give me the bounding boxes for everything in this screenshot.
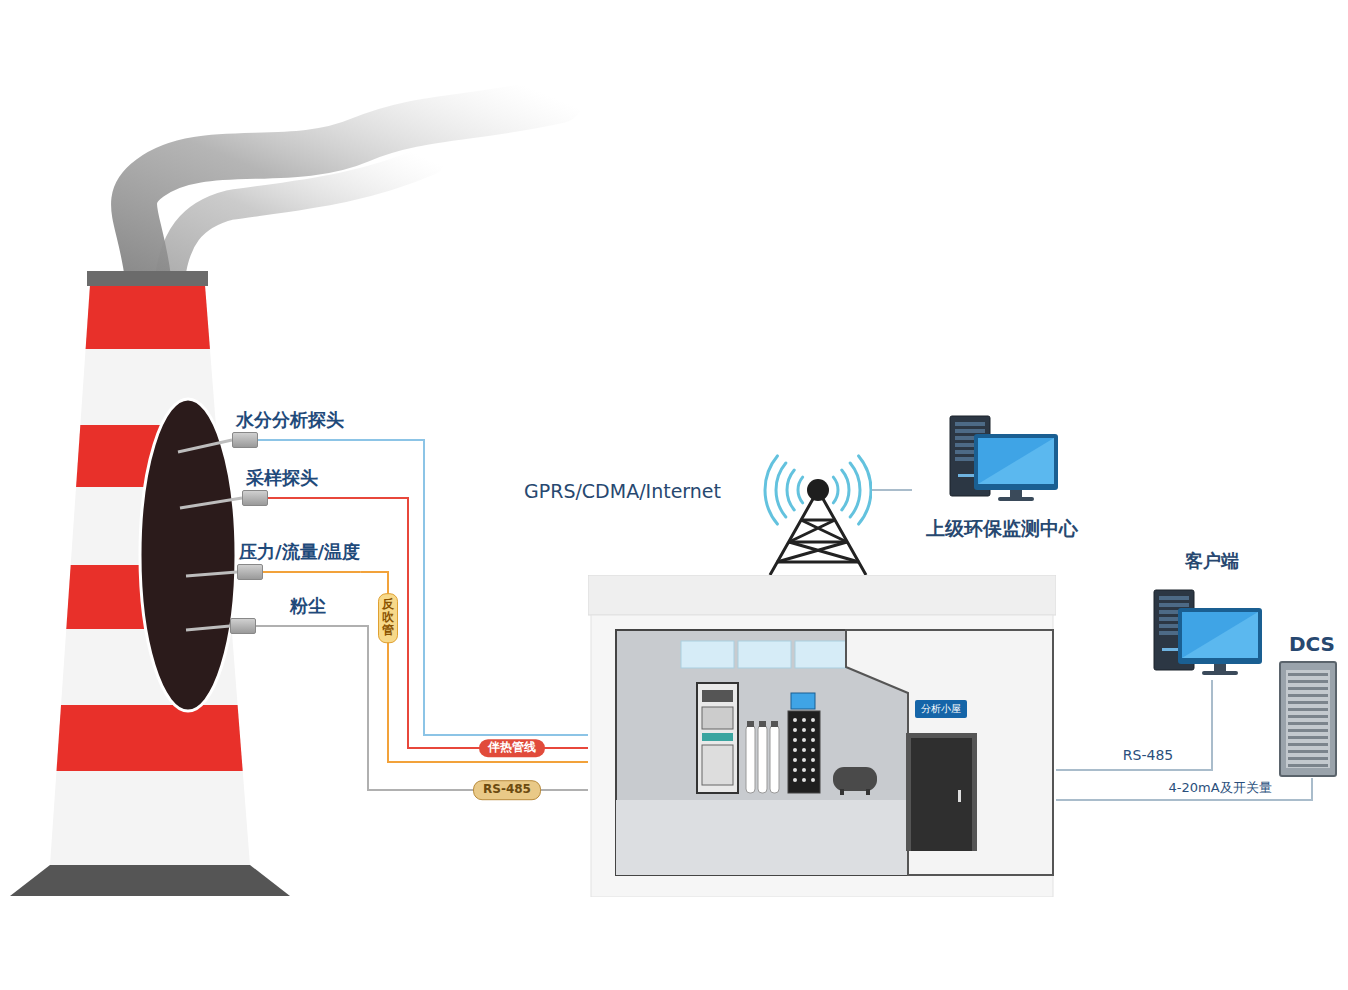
probe-label: 压力/流量/温度	[239, 540, 360, 564]
connector	[360, 572, 588, 762]
probe-wire	[268, 497, 318, 499]
edge-label: RS-485	[1120, 746, 1176, 764]
probe-row	[232, 432, 344, 448]
node-label: GPRS/CDMA/Internet	[524, 480, 721, 503]
node-label: 分析小屋	[915, 700, 967, 718]
chimney-opening	[140, 399, 236, 711]
probe-row	[230, 618, 326, 634]
edge-label: 4-20mA及开关量	[1165, 780, 1274, 797]
smoke	[170, 160, 430, 278]
probe: 水分分析探头	[232, 408, 344, 448]
connector	[1056, 778, 1312, 800]
radio-tower-icon	[520, 440, 872, 575]
probe-label: 采样探头	[246, 466, 318, 490]
connector	[872, 489, 912, 491]
probe-wire	[258, 439, 344, 441]
probe-row	[242, 490, 318, 506]
analysis-shelter-icon	[588, 575, 1056, 897]
radio-tower: GPRS/CDMA/Internet	[520, 440, 872, 575]
probe-wire	[256, 625, 326, 627]
chimney-cap	[87, 271, 208, 286]
node-label: 上级环保监测中心	[912, 517, 1092, 540]
connector	[326, 626, 588, 790]
smoke	[134, 100, 560, 278]
probe: 采样探头	[242, 466, 318, 506]
edge-label: 反吹管	[378, 593, 398, 643]
probe: 粉尘	[230, 594, 326, 634]
probe-head	[237, 564, 263, 580]
dcs-server: DCS	[1275, 630, 1348, 778]
node-label: DCS	[1275, 632, 1348, 656]
probe-label: 水分分析探头	[236, 408, 344, 432]
client-computer: 客户端	[1149, 550, 1275, 680]
probe-wire	[263, 571, 360, 573]
probe-rods	[178, 440, 242, 630]
probe-label: 粉尘	[290, 594, 326, 618]
edge-label: RS-485	[473, 780, 541, 800]
node-label: 客户端	[1149, 550, 1275, 572]
probe: 压力/流量/温度	[237, 540, 360, 580]
connector	[318, 498, 588, 748]
monitoring-center: 上级环保监测中心	[912, 412, 1092, 547]
probe-head	[232, 432, 258, 448]
chimney-stripes	[0, 285, 300, 771]
connector	[1056, 680, 1212, 770]
analysis-shelter: 分析小屋	[588, 575, 1056, 897]
chimney-base	[10, 865, 290, 896]
probe-row	[237, 564, 360, 580]
probe-head	[230, 618, 256, 634]
probe-head	[242, 490, 268, 506]
edge-label: 伴热管线	[479, 739, 545, 757]
